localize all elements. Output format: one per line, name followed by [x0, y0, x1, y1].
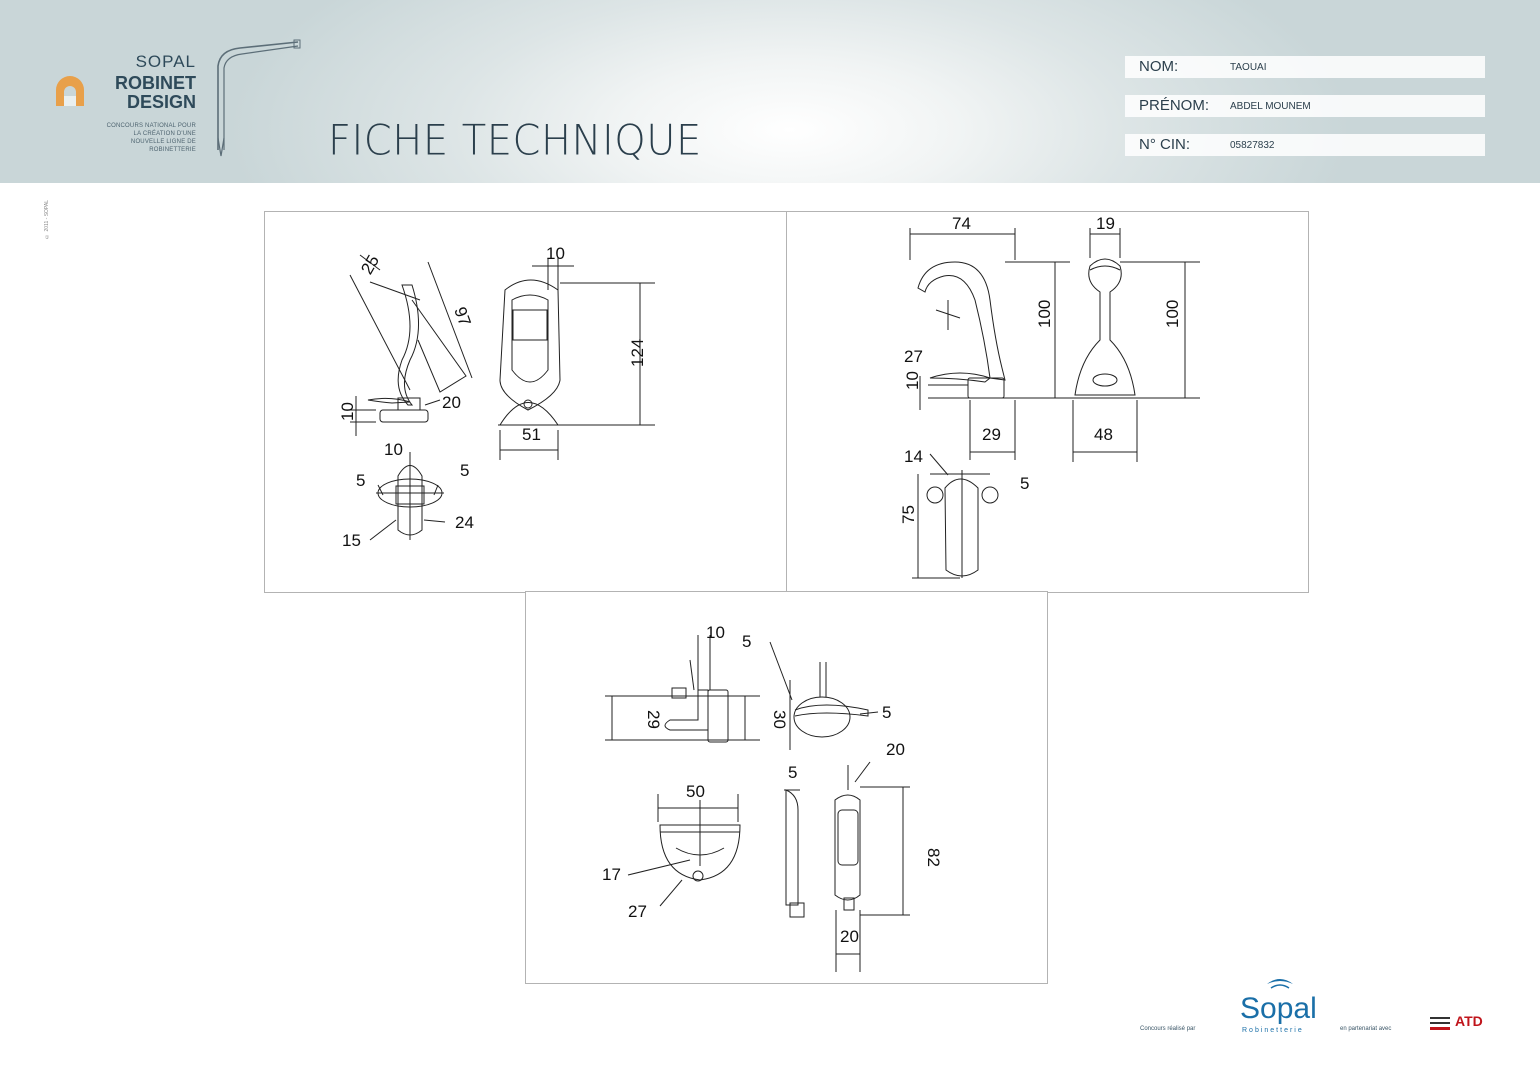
dim-label: 50	[686, 782, 705, 801]
dim-label: 74	[952, 214, 971, 233]
footer-partner-text: en partenariat avec	[1340, 1026, 1392, 1032]
dim-label: 10	[546, 244, 565, 263]
page-title: FICHE TECHNIQUE	[328, 116, 702, 166]
dim-label: 75	[899, 505, 918, 524]
sopal-logo-icon	[56, 76, 84, 106]
dim-label: 48	[1094, 425, 1113, 444]
footer-brand: Sopal	[1240, 992, 1317, 1025]
footer-brand-sub: Robinetterie	[1242, 1027, 1304, 1034]
dim-label: 20	[442, 393, 461, 412]
dim-label: 5	[356, 471, 365, 490]
prenom-field: PRÉNOM: ABDEL MOUNEM	[1125, 95, 1485, 117]
dim-label: 124	[628, 339, 647, 367]
atd-logo-icon	[1430, 1017, 1450, 1030]
prenom-label: PRÉNOM:	[1139, 97, 1210, 114]
dim-label: 15	[342, 531, 361, 550]
dim-label: 20	[886, 740, 905, 759]
nom-field: NOM: TAOUAI	[1125, 56, 1485, 78]
dim-label: 10	[903, 371, 922, 390]
nom-label: NOM:	[1139, 58, 1179, 75]
dim-label: 100	[1035, 300, 1054, 328]
dim-label: 82	[924, 848, 943, 867]
dim-label: 5	[460, 461, 469, 480]
dim-label: 5	[882, 703, 891, 722]
dim-label: 29	[644, 710, 663, 729]
cin-field: N° CIN: 05827832	[1125, 134, 1485, 156]
logo-line2: ROBINET	[115, 73, 196, 93]
dim-label: 20	[840, 927, 859, 946]
drawing-panel-bath-shower-mixer	[525, 591, 1048, 984]
dim-label: 24	[455, 513, 474, 532]
logo-line3: DESIGN	[126, 92, 196, 112]
drawing-panel-high-spout-mixer	[786, 211, 1309, 593]
cin-value: 05827832	[1230, 140, 1275, 151]
pencil-faucet-icon	[217, 39, 301, 157]
prenom-value: ABDEL MOUNEM	[1230, 101, 1311, 112]
nom-value: TAOUAI	[1230, 62, 1267, 73]
cin-label: N° CIN:	[1139, 136, 1190, 153]
dim-label: 19	[1096, 214, 1115, 233]
dim-label: 5	[788, 763, 797, 782]
dim-label: 29	[982, 425, 1001, 444]
logo-line1: SOPAL	[135, 52, 196, 71]
dim-label: 51	[522, 425, 541, 444]
dim-label: 5	[1020, 474, 1029, 493]
dim-label: 5	[742, 632, 751, 651]
footer-partner: ATD	[1455, 1013, 1483, 1029]
footer-organised-by: Concours réalisé par	[1140, 1026, 1196, 1032]
dim-label: 97	[450, 304, 474, 328]
dim-label: 27	[904, 347, 923, 366]
drawing-panel-basin-mixer	[264, 211, 788, 593]
dim-label: 10	[706, 623, 725, 642]
logo-tagline: CONCOURS NATIONAL POUR LA CRÉATION D'UNE…	[106, 123, 196, 153]
dim-label: 27	[628, 902, 647, 921]
dim-label: 17	[602, 865, 621, 884]
sopal-wave-icon	[1267, 979, 1293, 989]
dim-label: 14	[904, 447, 923, 466]
dim-label: 30	[770, 710, 789, 729]
dim-label: 10	[384, 440, 403, 459]
dim-label: 100	[1163, 300, 1182, 328]
dim-label: 10	[338, 402, 357, 421]
